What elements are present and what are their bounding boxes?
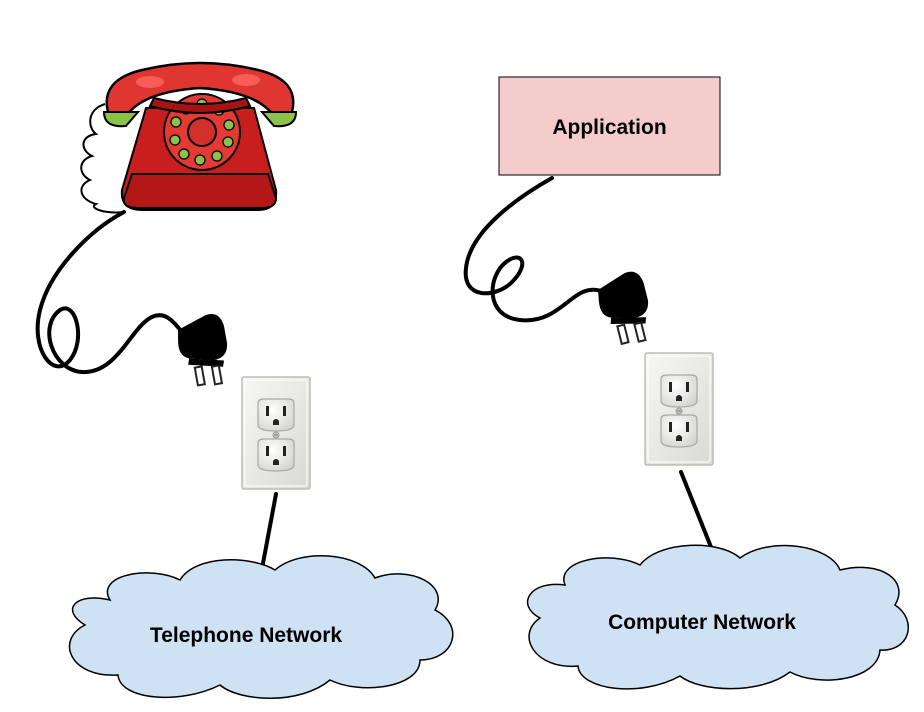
telephone-coiled-cord <box>80 103 125 214</box>
computer-network-cloud: Computer Network <box>527 544 910 690</box>
telephone-outlet-to-network-wire <box>259 492 278 576</box>
computer-network-label: Computer Network <box>608 611 796 634</box>
application-label: Application <box>552 116 666 139</box>
application-box: Application <box>498 76 721 176</box>
telephone-wall-outlet-icon <box>241 376 311 490</box>
telephone-network-cloud: Telephone Network <box>68 555 454 699</box>
telephone-icon <box>102 61 298 211</box>
application-plug-icon <box>592 267 659 350</box>
computer-outlet-to-network-wire <box>679 470 717 559</box>
application-cord <box>463 176 618 323</box>
computer-wall-outlet-icon <box>644 352 714 466</box>
telephone-cord <box>35 210 184 375</box>
telephone-network-label: Telephone Network <box>150 624 342 647</box>
telephone-plug-icon <box>172 310 235 391</box>
